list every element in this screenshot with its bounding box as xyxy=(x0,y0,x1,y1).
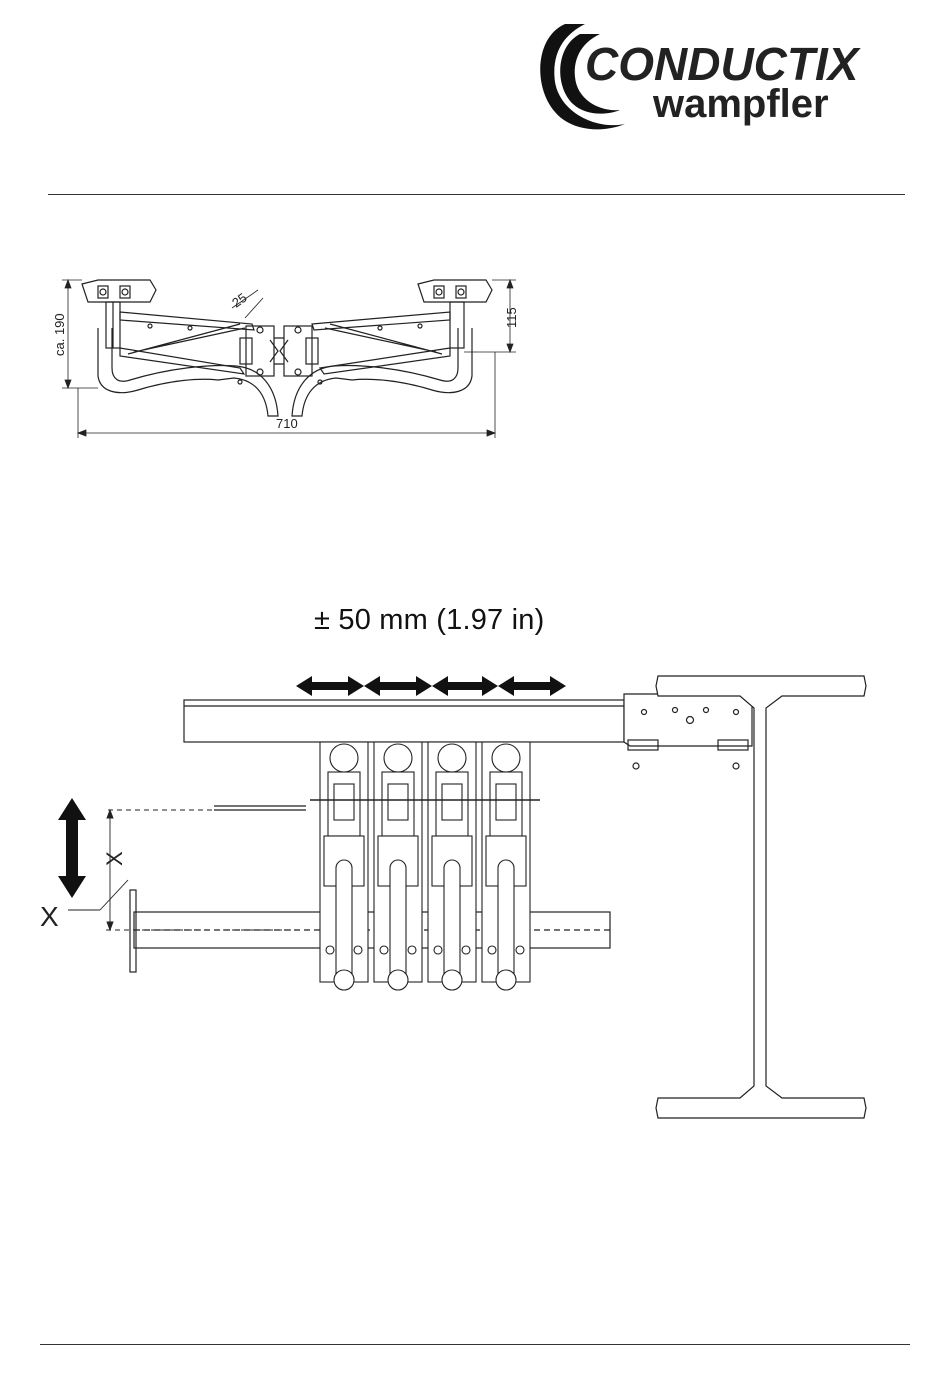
brand-name-secondary: wampfler xyxy=(652,82,829,126)
dimension-x-vertical: X xyxy=(102,851,127,866)
vertical-travel-arrow-icon xyxy=(58,798,86,898)
collector-unit xyxy=(320,742,368,990)
collector-unit xyxy=(482,742,530,990)
double-headed-arrow-icon xyxy=(296,676,566,696)
marker-x-label: X xyxy=(40,901,59,932)
tolerance-label: ± 50 mm (1.97 in) xyxy=(314,604,544,637)
footer-divider xyxy=(40,1344,910,1345)
header-divider xyxy=(48,194,905,195)
dimension-arm-height: 115 xyxy=(504,307,519,328)
current-collector-side-view: X X xyxy=(30,660,880,1130)
dimension-width: 710 xyxy=(276,416,298,431)
collector-unit xyxy=(374,742,422,990)
dimension-offset: 25 xyxy=(229,290,249,311)
current-collector-front-view: ca. 190 115 25 710 xyxy=(40,268,540,448)
collector-unit xyxy=(428,742,476,990)
side-view-drawing: X X xyxy=(30,660,880,1130)
logo-graphic: CONDUCTIX wampfler xyxy=(525,12,910,137)
conductix-wampfler-logo: CONDUCTIX wampfler xyxy=(525,12,910,137)
dimension-total-height: ca. 190 xyxy=(52,313,67,356)
front-view-drawing: ca. 190 115 25 710 xyxy=(40,268,540,448)
